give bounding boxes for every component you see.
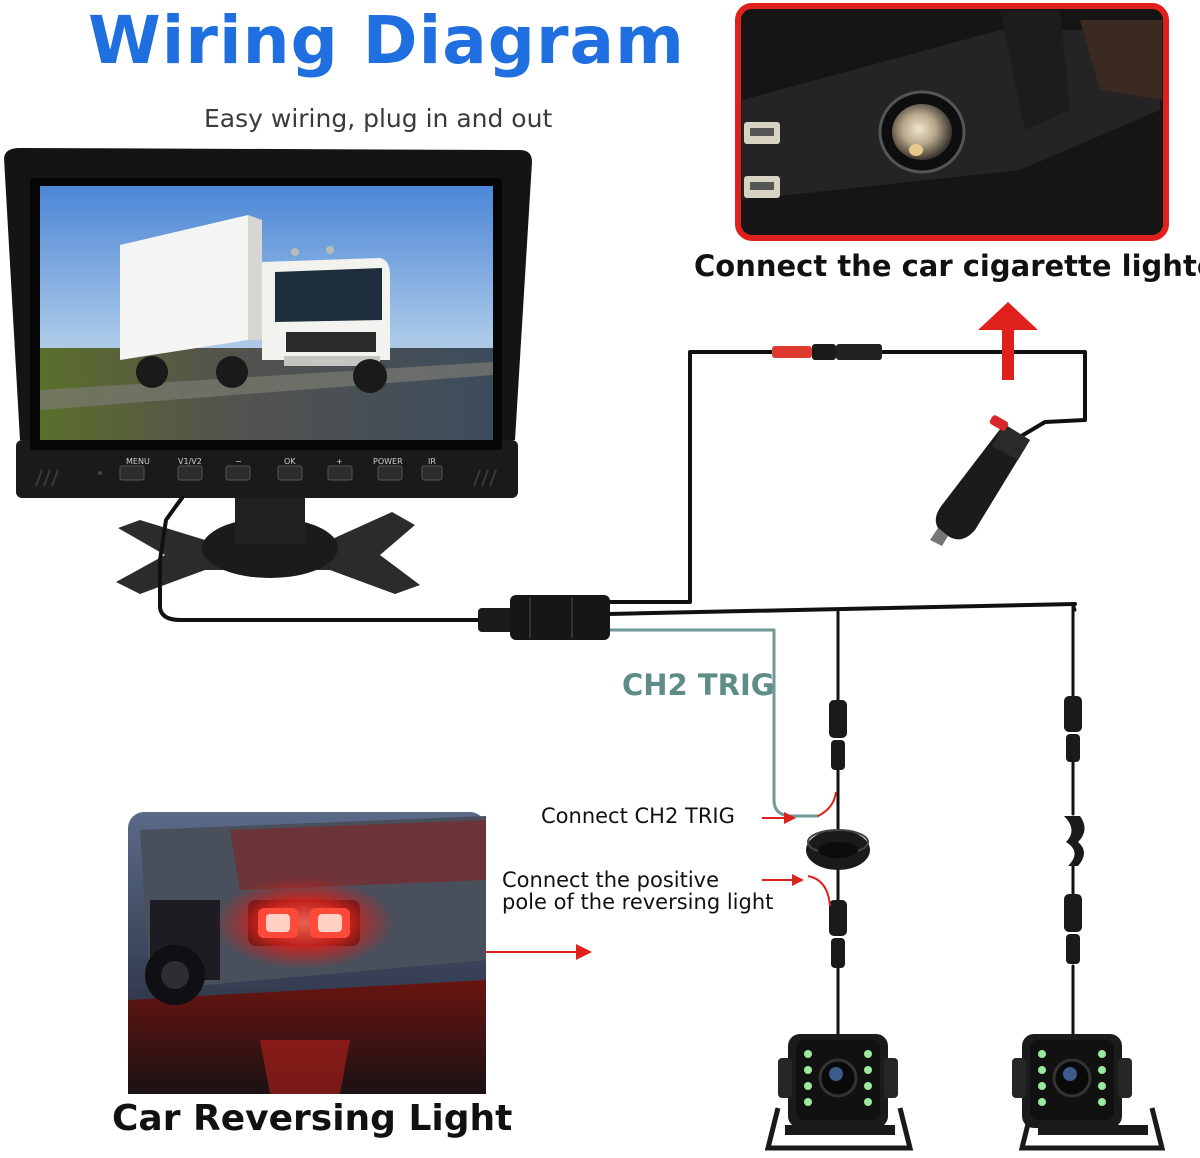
monitor-button-menu: MENU xyxy=(126,457,150,466)
monitor-button-ir: IR xyxy=(428,457,436,466)
monitor-button-power: POWER xyxy=(373,457,403,466)
monitor-button-plus: + xyxy=(336,457,343,466)
monitor-button-ok: OK xyxy=(284,457,296,466)
camera-icon xyxy=(1012,1034,1166,1151)
connect-ch2-label: Connect CH2 TRIG xyxy=(541,804,735,828)
lighter-caption: Connect the car cigarette lighter xyxy=(694,249,1200,283)
monitor-icon: MENU V1/V2 − OK + POWER IR xyxy=(4,148,532,594)
positive-pole-label-line2: pole of the reversing light xyxy=(502,890,774,914)
monitor-button-v1v2: V1/V2 xyxy=(178,457,202,466)
camera-2-connectors xyxy=(1064,696,1085,964)
diagram-subtitle: Easy wiring, plug in and out xyxy=(204,104,553,133)
camera-1-connectors xyxy=(829,700,847,968)
reversing-light-caption: Car Reversing Light xyxy=(112,1098,513,1139)
wiring-cables xyxy=(158,350,1087,1040)
cigarette-plug-icon xyxy=(930,415,1030,546)
cable-coil xyxy=(806,829,870,870)
diagram-title: Wiring Diagram xyxy=(88,2,685,79)
splitter-connector xyxy=(478,595,610,640)
positive-pole-label-line1: Connect the positive xyxy=(502,868,720,892)
dc-connector xyxy=(772,344,882,360)
reversing-light-photo xyxy=(128,812,486,1094)
camera-icon xyxy=(764,1034,914,1151)
monitor-button-minus: − xyxy=(235,457,242,466)
truck-icon xyxy=(120,215,390,393)
ch2-trig-label: CH2 TRIG xyxy=(622,668,775,702)
lighter-socket-photo xyxy=(735,3,1169,241)
